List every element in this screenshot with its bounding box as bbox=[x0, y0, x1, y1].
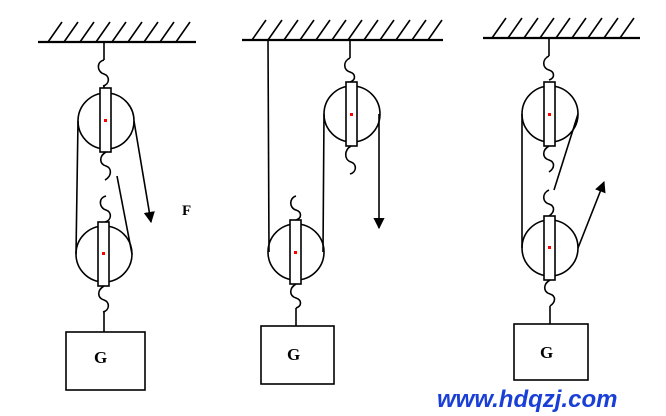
hook-icon bbox=[289, 283, 302, 309]
fixed-pulley-1 bbox=[77, 87, 135, 153]
hook-icon bbox=[542, 55, 555, 81]
axle-dot bbox=[104, 119, 107, 122]
force-label: F bbox=[182, 203, 191, 219]
hook-icon bbox=[289, 195, 302, 221]
rope-2 bbox=[267, 39, 325, 253]
watermark-text: www.hdqzj.com bbox=[437, 386, 617, 413]
movable-pulley-3 bbox=[521, 215, 579, 281]
force-arrow-1 bbox=[133, 120, 155, 224]
movable-pulley-2 bbox=[267, 219, 325, 285]
rope-3 bbox=[521, 113, 579, 248]
ceiling-2 bbox=[242, 19, 443, 42]
ceiling-1 bbox=[38, 21, 196, 44]
hook-icon bbox=[542, 145, 555, 173]
ceiling-3 bbox=[483, 17, 640, 40]
diagram-3 bbox=[483, 17, 640, 381]
hook-icon bbox=[543, 279, 556, 307]
weight-box-2 bbox=[260, 325, 335, 385]
axle-dot bbox=[102, 252, 105, 255]
axle-dot bbox=[548, 246, 551, 249]
hook-icon bbox=[344, 145, 357, 175]
weight-box-3 bbox=[513, 323, 589, 381]
weight-box-1 bbox=[65, 331, 146, 391]
hook-icon bbox=[99, 195, 112, 223]
hook-icon bbox=[97, 285, 110, 313]
fixed-pulley-2 bbox=[323, 81, 381, 147]
hook-icon bbox=[343, 57, 356, 83]
axle-dot bbox=[548, 113, 551, 116]
weight-label-3: G bbox=[540, 343, 553, 362]
hook-icon bbox=[542, 189, 555, 217]
force-arrow-3 bbox=[577, 180, 606, 249]
fixed-pulley-3 bbox=[521, 81, 579, 147]
diagram-2 bbox=[242, 19, 443, 385]
movable-pulley-1 bbox=[75, 221, 133, 287]
weight-label-1: G bbox=[94, 348, 107, 367]
hook-icon bbox=[97, 59, 110, 87]
axle-dot bbox=[350, 113, 353, 116]
weight-label-2: G bbox=[287, 345, 300, 364]
rope-1 bbox=[75, 120, 133, 255]
axle-dot bbox=[294, 251, 297, 254]
hook-icon bbox=[99, 151, 112, 181]
diagram-1 bbox=[38, 21, 196, 391]
